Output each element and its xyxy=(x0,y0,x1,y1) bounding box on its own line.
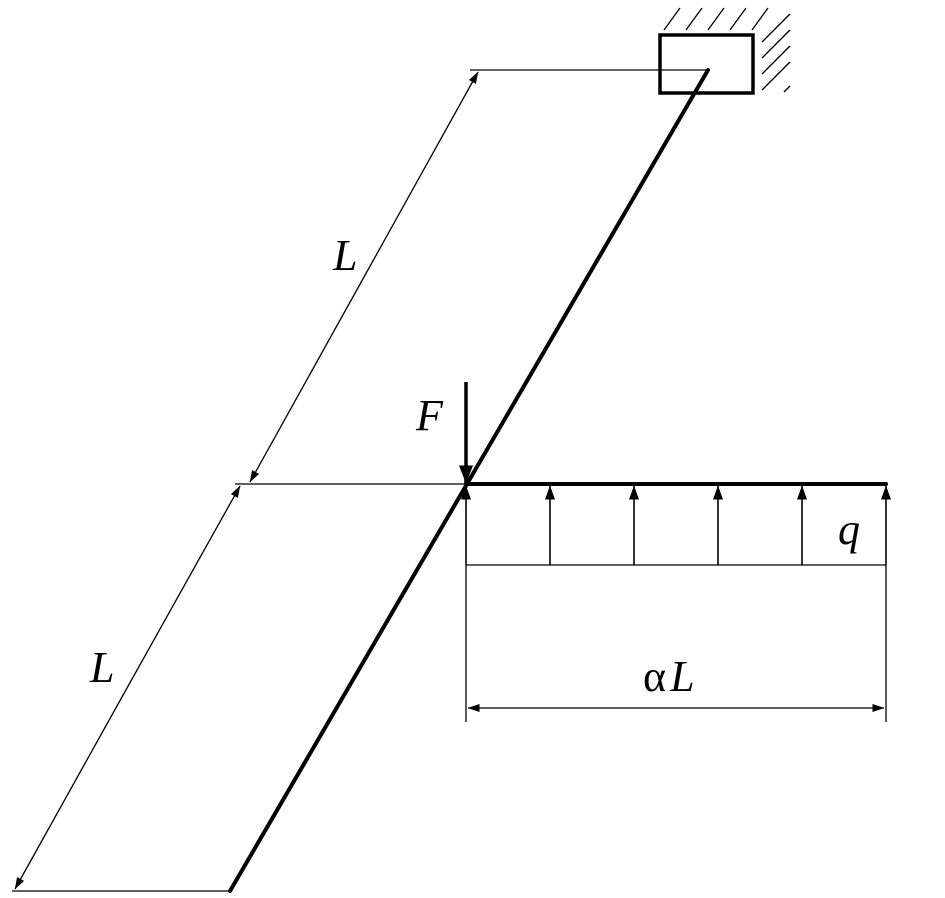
support-hatching xyxy=(663,7,791,93)
label-distributed-load-q: q xyxy=(838,505,860,554)
support-block xyxy=(658,33,755,95)
beam-structure xyxy=(228,68,888,893)
label-alpha-L-length: L xyxy=(669,652,694,701)
inclined-beam xyxy=(228,68,710,893)
extension-lines xyxy=(12,69,887,892)
label-lower-L: L xyxy=(89,643,114,692)
distributed-load xyxy=(461,485,891,565)
label-force-F: F xyxy=(415,391,444,440)
label-upper-L: L xyxy=(332,231,357,280)
dimension-upper-L xyxy=(249,71,479,483)
fixed-support xyxy=(658,7,791,95)
dimension-lower-L xyxy=(14,485,241,890)
label-alpha-L: αL xyxy=(643,652,695,701)
label-alpha: α xyxy=(643,652,666,701)
